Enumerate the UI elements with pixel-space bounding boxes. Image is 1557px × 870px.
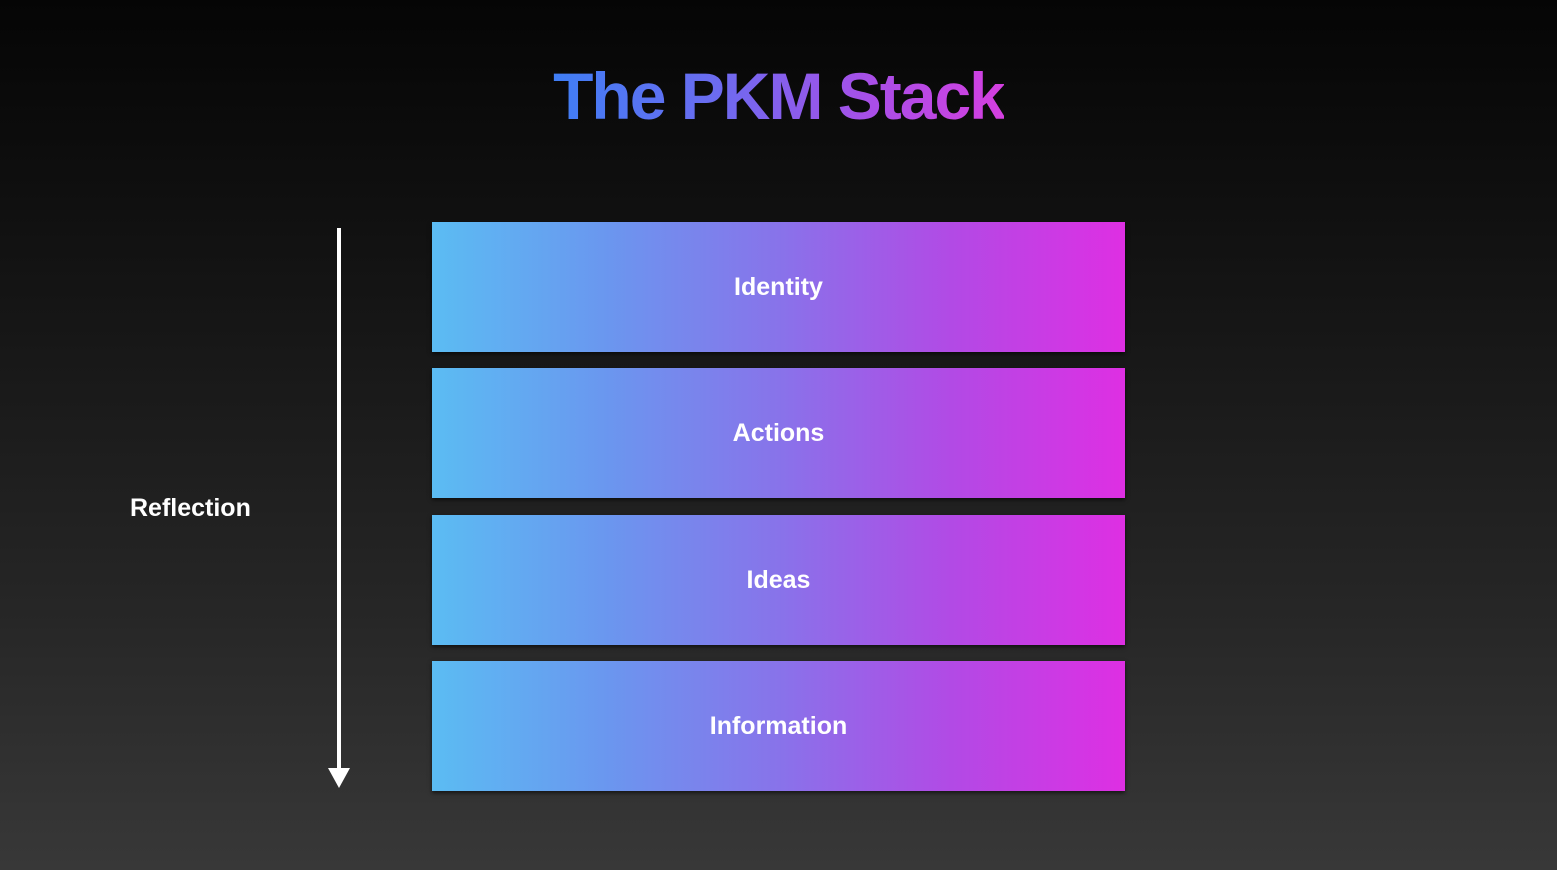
stack-layer-label: Ideas (746, 565, 811, 594)
stack-layer-ideas: Ideas (432, 515, 1125, 645)
reflection-label: Reflection (130, 494, 251, 522)
stack-layer-label: Identity (734, 272, 823, 301)
arrow-down-icon (328, 228, 350, 788)
stack-layer-identity: Identity (432, 222, 1125, 352)
stack-layer-information: Information (432, 661, 1125, 791)
stack-layer-label: Actions (732, 418, 825, 447)
slide-title: The PKM Stack (553, 59, 1006, 133)
stack-layer-actions: Actions (432, 368, 1125, 498)
stack-layer-label: Information (709, 711, 848, 740)
